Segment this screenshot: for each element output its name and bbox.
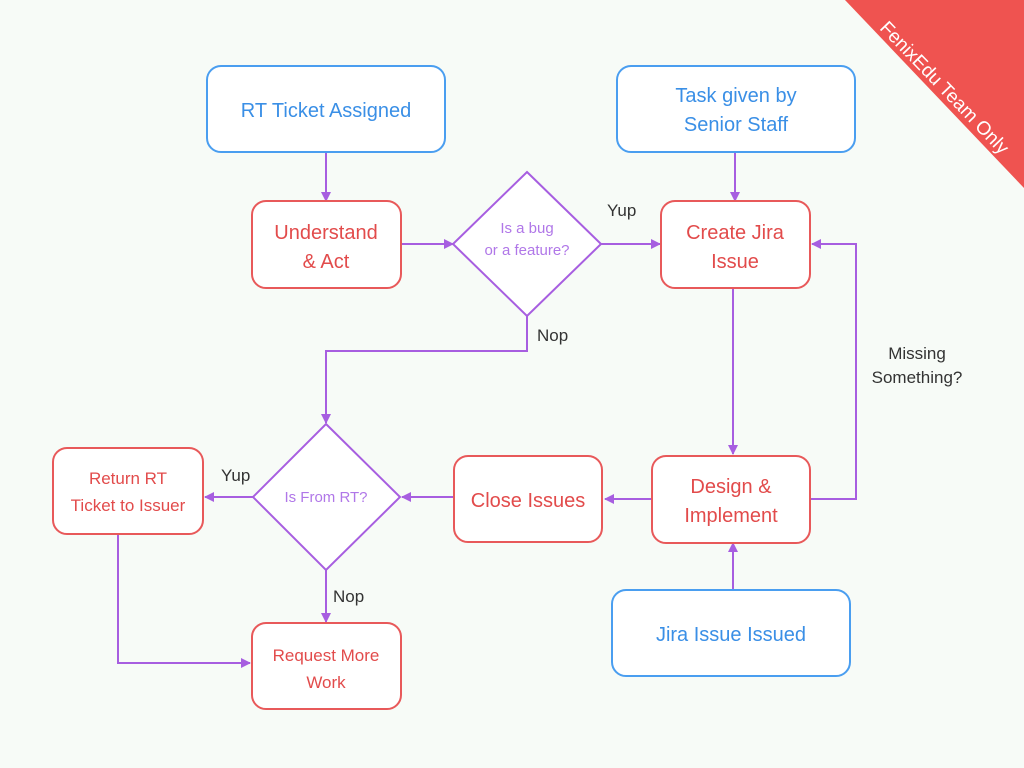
node-label-line-1: Understand — [274, 222, 377, 244]
edge-label-missing-line-1: Missing — [888, 344, 946, 363]
node-label-line-2: Work — [306, 673, 346, 692]
connectors — [117, 152, 857, 668]
node-label-line-1: Create Jira — [686, 222, 785, 244]
node-label-line-1: Design & — [690, 476, 772, 498]
decision-is-from-rt: Is From RT? — [251, 422, 402, 572]
node-label: Close Issues — [471, 490, 586, 512]
node-request-more-work: Request More Work — [251, 622, 402, 710]
arrow-decision-nop-to-rt-decision — [321, 316, 528, 424]
node-label-line-2: & Act — [303, 251, 350, 273]
team-only-banner: FenixEdu Team Only — [845, 0, 1024, 188]
node-return-rt-ticket: Return RT Ticket to Issuer — [52, 447, 204, 535]
node-close-issues: Close Issues — [453, 455, 603, 543]
node-label-line-2: Senior Staff — [684, 114, 789, 136]
node-label-line-1: Task given by — [675, 85, 796, 107]
edge-label-yup-feature: Yup — [607, 201, 636, 220]
decision-is-bug-or-feature: Is a bug or a feature? — [451, 170, 603, 318]
edge-label-yup-rt: Yup — [221, 466, 250, 485]
node-label-line-2: Issue — [711, 251, 759, 273]
node-jira-issue-issued: Jira Issue Issued — [611, 589, 851, 677]
node-design-implement: Design & Implement — [651, 455, 811, 544]
node-create-jira-issue: Create Jira Issue — [660, 200, 811, 289]
decision-label: Is From RT? — [284, 489, 367, 506]
node-label-line-1: Return RT — [89, 469, 167, 488]
node-label-line-2: Ticket to Issuer — [71, 496, 186, 515]
node-label: Jira Issue Issued — [656, 624, 806, 646]
edge-label-nop-rt: Nop — [333, 587, 364, 606]
decision-label-line-2: or a feature? — [484, 242, 569, 259]
node-label-line-1: Request More — [273, 646, 380, 665]
arrow-missing-something-loop — [810, 239, 857, 500]
decision-label-line-1: Is a bug — [500, 220, 553, 237]
node-label-line-2: Implement — [684, 505, 778, 527]
node-understand-act: Understand & Act — [251, 200, 402, 289]
edge-label-missing-line-2: Something? — [872, 368, 963, 387]
node-task-given-by-senior-staff: Task given by Senior Staff — [616, 65, 856, 153]
node-rt-ticket-assigned: RT Ticket Assigned — [206, 65, 446, 153]
arrow-return-to-request — [117, 534, 251, 668]
edge-label-nop-feature: Nop — [537, 326, 568, 345]
node-label: RT Ticket Assigned — [241, 100, 411, 122]
banner-ribbon — [845, 0, 1024, 188]
